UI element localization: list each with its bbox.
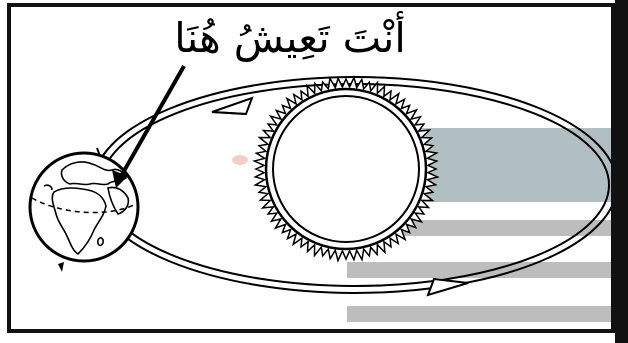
orbit-arrow-top	[211, 96, 254, 116]
right-border-strip	[615, 0, 628, 343]
earth-globe-icon	[28, 147, 140, 272]
orbit-arrow-bottom	[426, 277, 469, 297]
sun-icon	[252, 75, 440, 263]
pointer-arrow-icon	[112, 65, 186, 188]
caption-you-live-here: أَنْتَ تَعِيشُ هُنَا	[174, 14, 406, 62]
ghost-mark	[232, 155, 248, 165]
background-bar-3	[347, 306, 611, 322]
background-bar-2	[347, 262, 611, 278]
